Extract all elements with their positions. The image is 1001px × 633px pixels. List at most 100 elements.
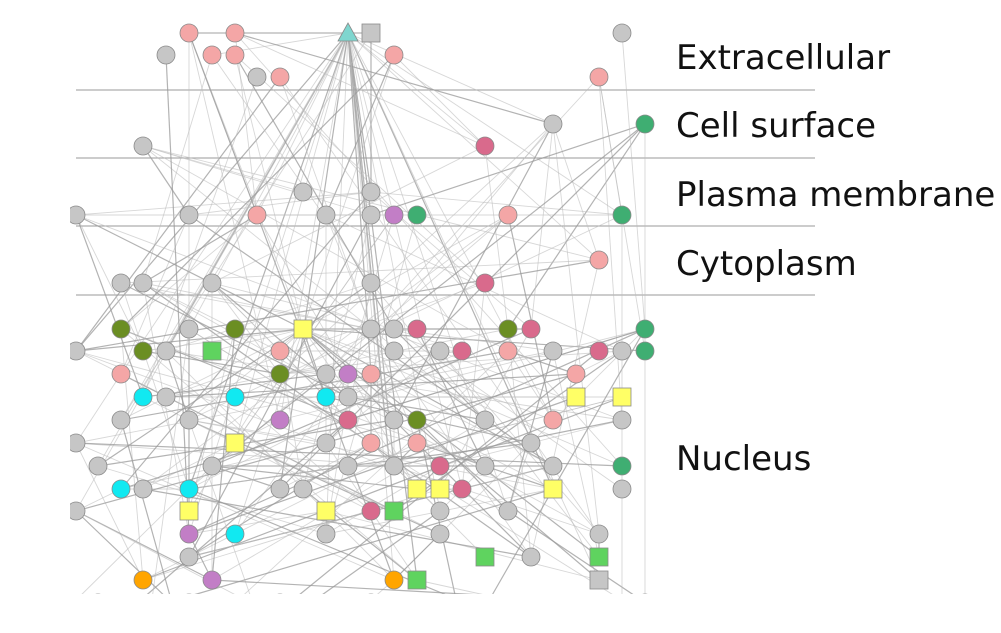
green-circle-node[interactable] [635,341,655,361]
gray-circle-node[interactable] [361,205,381,225]
gray-circle-node[interactable] [498,501,518,521]
gray-circle-node[interactable] [543,456,563,476]
gray-circle-node[interactable] [521,433,541,453]
gray-circle-node[interactable] [475,456,495,476]
pink-circle-node[interactable] [589,250,609,270]
gray-circle-node[interactable] [179,319,199,339]
pink-circle-node[interactable] [270,341,290,361]
rose-circle-node[interactable] [452,479,472,499]
pink-circle-node[interactable] [270,67,290,87]
gray-circle-node[interactable] [293,479,313,499]
olive-circle-node[interactable] [407,410,427,430]
purple-circle-node[interactable] [384,205,404,225]
pink-circle-node[interactable] [225,45,245,65]
cyan-circle-node[interactable] [225,387,245,407]
gray-circle-node[interactable] [338,456,358,476]
rose-circle-node[interactable] [452,341,472,361]
pink-circle-node[interactable] [247,205,267,225]
pink-circle-node[interactable] [407,433,427,453]
yellow-square-node[interactable] [225,433,245,453]
gray-circle-node[interactable] [316,524,336,544]
pink-circle-node[interactable] [361,433,381,453]
yellow-square-node[interactable] [612,387,632,407]
purple-circle-node[interactable] [338,364,358,384]
yellow-square-node[interactable] [293,319,313,339]
gray-circle-node[interactable] [88,456,108,476]
gray-circle-node[interactable] [384,341,404,361]
orange-circle-node[interactable] [384,570,404,590]
purple-circle-node[interactable] [202,570,222,590]
rose-circle-node[interactable] [338,410,358,430]
gray-circle-node[interactable] [247,67,267,87]
gray-circle-node[interactable] [612,410,632,430]
gray-circle-node[interactable] [179,205,199,225]
gray-circle-node[interactable] [612,23,632,43]
yellow-square-node[interactable] [407,479,427,499]
green-circle-node[interactable] [635,114,655,134]
rose-circle-node[interactable] [475,273,495,293]
gray-circle-node[interactable] [612,341,632,361]
gray-square-node[interactable] [361,23,381,43]
pink-circle-node[interactable] [498,205,518,225]
yellow-square-node[interactable] [430,479,450,499]
gray-circle-node[interactable] [179,410,199,430]
gray-circle-node[interactable] [156,387,176,407]
gray-circle-node[interactable] [361,273,381,293]
gray-circle-node[interactable] [430,501,450,521]
lime-square-node[interactable] [407,570,427,590]
yellow-square-node[interactable] [543,479,563,499]
pink-circle-node[interactable] [566,364,586,384]
pink-circle-node[interactable] [202,45,222,65]
rose-circle-node[interactable] [407,319,427,339]
purple-circle-node[interactable] [179,524,199,544]
yellow-square-node[interactable] [566,387,586,407]
rose-circle-node[interactable] [361,501,381,521]
gray-circle-node[interactable] [521,547,541,567]
green-circle-node[interactable] [407,205,427,225]
gray-circle-node[interactable] [589,524,609,544]
pink-circle-node[interactable] [361,364,381,384]
pink-circle-node[interactable] [384,45,404,65]
green-circle-node[interactable] [612,456,632,476]
purple-circle-node[interactable] [270,410,290,430]
gray-circle-node[interactable] [316,205,336,225]
gray-circle-node[interactable] [361,182,381,202]
yellow-square-node[interactable] [316,501,336,521]
gray-circle-node[interactable] [111,273,131,293]
gray-circle-node[interactable] [133,136,153,156]
gray-circle-node[interactable] [202,273,222,293]
gray-circle-node[interactable] [133,273,153,293]
rose-circle-node[interactable] [589,341,609,361]
yellow-square-node[interactable] [179,501,199,521]
orange-circle-node[interactable] [133,570,153,590]
olive-circle-node[interactable] [111,319,131,339]
gray-circle-node[interactable] [384,319,404,339]
cyan-circle-node[interactable] [316,387,336,407]
pink-circle-node[interactable] [543,410,563,430]
gray-circle-node[interactable] [384,456,404,476]
gray-circle-node[interactable] [338,387,358,407]
gray-circle-node[interactable] [111,410,131,430]
gray-circle-node[interactable] [475,410,495,430]
gray-circle-node[interactable] [361,319,381,339]
cyan-circle-node[interactable] [225,524,245,544]
gray-circle-node[interactable] [612,479,632,499]
teal-triangle-node[interactable] [337,22,359,42]
gray-circle-node[interactable] [543,341,563,361]
green-circle-node[interactable] [635,319,655,339]
pink-circle-node[interactable] [589,67,609,87]
pink-circle-node[interactable] [179,23,199,43]
lime-square-node[interactable] [202,341,222,361]
gray-circle-node[interactable] [133,479,153,499]
olive-circle-node[interactable] [270,364,290,384]
gray-circle-node[interactable] [316,364,336,384]
gray-circle-node[interactable] [202,456,222,476]
olive-circle-node[interactable] [498,319,518,339]
gray-circle-node[interactable] [316,433,336,453]
cyan-circle-node[interactable] [133,387,153,407]
gray-circle-node[interactable] [543,114,563,134]
gray-circle-node[interactable] [156,45,176,65]
gray-circle-node[interactable] [430,341,450,361]
pink-circle-node[interactable] [498,341,518,361]
gray-circle-node[interactable] [156,341,176,361]
